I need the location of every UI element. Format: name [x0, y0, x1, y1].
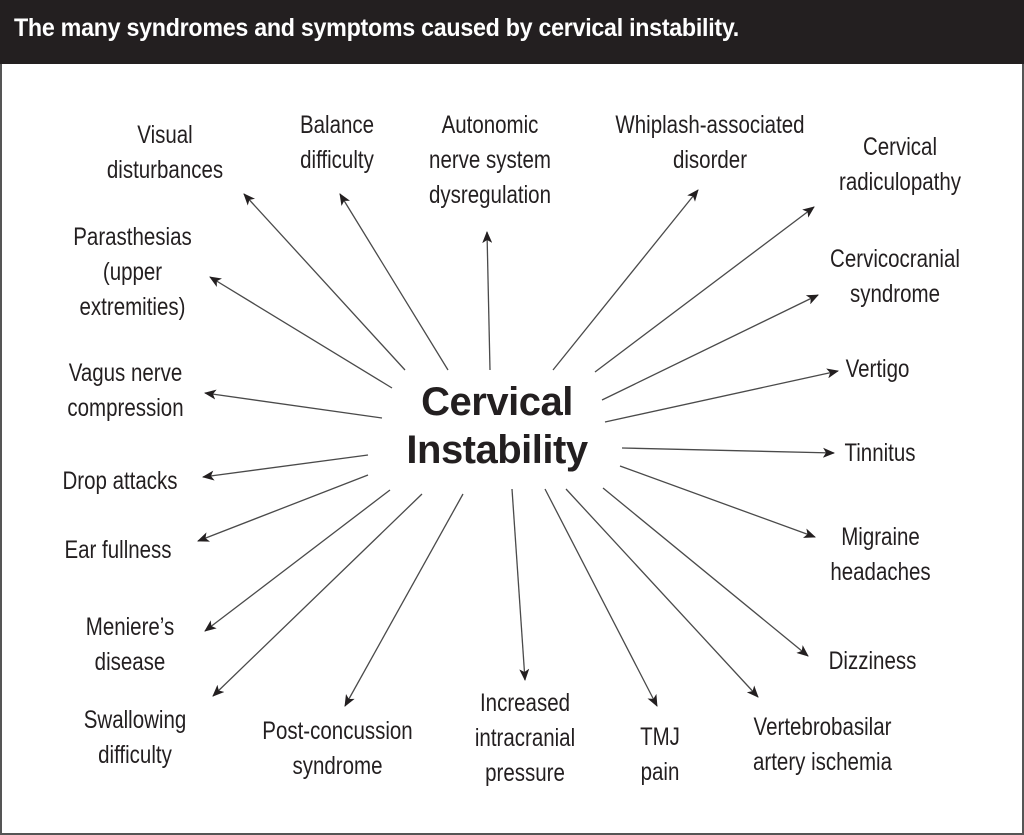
node-cervicocranial: Cervicocranial syndrome	[813, 242, 977, 312]
node-text: Post-concussion	[262, 717, 413, 745]
node-text: syndrome	[292, 752, 383, 780]
node-autonomic: Autonomic nerve system dysregulation	[412, 108, 568, 213]
node-text: difficulty	[98, 741, 172, 769]
arrow-whiplash	[552, 189, 699, 371]
title-bar: The many syndromes and symptoms caused b…	[0, 0, 1024, 64]
node-tmj-pain: TMJ pain	[631, 720, 688, 790]
node-text: pain	[640, 758, 680, 786]
node-text: Autonomic	[441, 111, 539, 139]
diagram-title: The many syndromes and symptoms caused b…	[14, 14, 739, 42]
arrow-dizziness	[602, 487, 809, 657]
arrow-drop	[202, 454, 369, 481]
arrow-vertebrobasilar	[565, 488, 759, 698]
node-text: headaches	[830, 558, 931, 586]
arrow-intracranial	[511, 488, 530, 681]
node-dizziness: Dizziness	[825, 644, 919, 679]
node-text: disorder	[672, 146, 748, 174]
node-text: intracranial	[474, 724, 576, 752]
node-intracranial: Increased intracranial pressure	[472, 686, 579, 791]
node-text: difficulty	[300, 146, 374, 174]
node-text: TMJ	[640, 723, 680, 751]
node-text: Cervical	[862, 133, 938, 161]
node-parasthesias: Parasthesias (upper extremities)	[57, 220, 209, 325]
node-text: dysregulation	[429, 181, 551, 209]
center-line-1: Cervical	[421, 380, 573, 424]
node-text: Ear fullness	[64, 536, 172, 564]
node-text: artery ischemia	[753, 748, 892, 776]
arrow-radiculopathy	[594, 206, 815, 373]
node-text: Vertigo	[845, 355, 910, 383]
node-whiplash: Whiplash-associated disorder	[599, 108, 820, 178]
node-text: Vagus nerve	[68, 359, 183, 387]
node-text: compression	[67, 394, 184, 422]
arrow-balance	[339, 193, 449, 371]
node-migraine: Migraine headaches	[821, 520, 940, 590]
node-text: Whiplash-associated	[615, 111, 805, 139]
node-text: (upper	[102, 258, 163, 286]
node-vertigo: Vertigo	[839, 352, 917, 387]
arrow-migraine	[619, 465, 816, 538]
arrow-parasthesias	[209, 276, 393, 389]
arrow-vagus	[204, 389, 383, 419]
node-post-concussion: Post-concussion syndrome	[258, 714, 418, 784]
node-text: nerve system	[429, 146, 551, 174]
node-vagus: Vagus nerve compression	[54, 356, 198, 426]
arrow-postconcussion	[344, 493, 464, 707]
node-text: Increased	[479, 689, 571, 717]
node-balance-difficulty: Balance difficulty	[276, 108, 399, 178]
node-tinnitus: Tinnitus	[839, 436, 921, 471]
node-text: Parasthesias	[73, 223, 192, 251]
node-ear-fullness: Ear fullness	[57, 533, 180, 568]
node-text: disease	[94, 648, 166, 676]
node-text: Visual	[137, 121, 193, 149]
node-text: Meniere’s	[85, 613, 175, 641]
node-text: Drop attacks	[62, 467, 178, 495]
arrow-tmj	[544, 488, 658, 707]
node-text: radiculopathy	[839, 168, 961, 196]
node-text: Vertebrobasilar	[753, 713, 892, 741]
node-vertebrobasilar: Vertebrobasilar artery ischemia	[743, 710, 903, 780]
node-drop-attacks: Drop attacks	[54, 464, 185, 499]
node-text: Tinnitus	[844, 439, 916, 467]
node-visual-disturbances: Visual disturbances	[87, 118, 243, 188]
diagram-frame	[0, 64, 1024, 835]
node-text: Cervicocranial	[830, 245, 960, 273]
arrow-meniere	[204, 489, 391, 632]
arrow-tinnitus	[621, 447, 835, 458]
node-text: pressure	[485, 759, 565, 787]
node-text: Migraine	[841, 523, 920, 551]
node-cervical-radiculopathy: Cervical radiculopathy	[818, 130, 982, 200]
center-node: Cervical Instability	[376, 378, 618, 474]
node-text: Dizziness	[828, 647, 917, 675]
node-text: Swallowing	[83, 706, 187, 734]
arrow-cervicocranial	[601, 294, 819, 401]
center-line-2: Instability	[406, 428, 588, 472]
node-text: disturbances	[106, 156, 224, 184]
node-text: Balance	[299, 111, 375, 139]
arrow-ear	[197, 474, 369, 542]
arrow-swallowing	[212, 493, 423, 697]
arrow-vertigo	[604, 368, 839, 423]
arrow-visual	[243, 193, 406, 371]
node-text: extremities)	[79, 293, 186, 321]
node-meniere: Meniere’s disease	[81, 610, 179, 680]
arrow-autonomic	[482, 231, 493, 371]
node-swallowing: Swallowing difficulty	[82, 703, 189, 773]
node-text: syndrome	[849, 280, 940, 308]
